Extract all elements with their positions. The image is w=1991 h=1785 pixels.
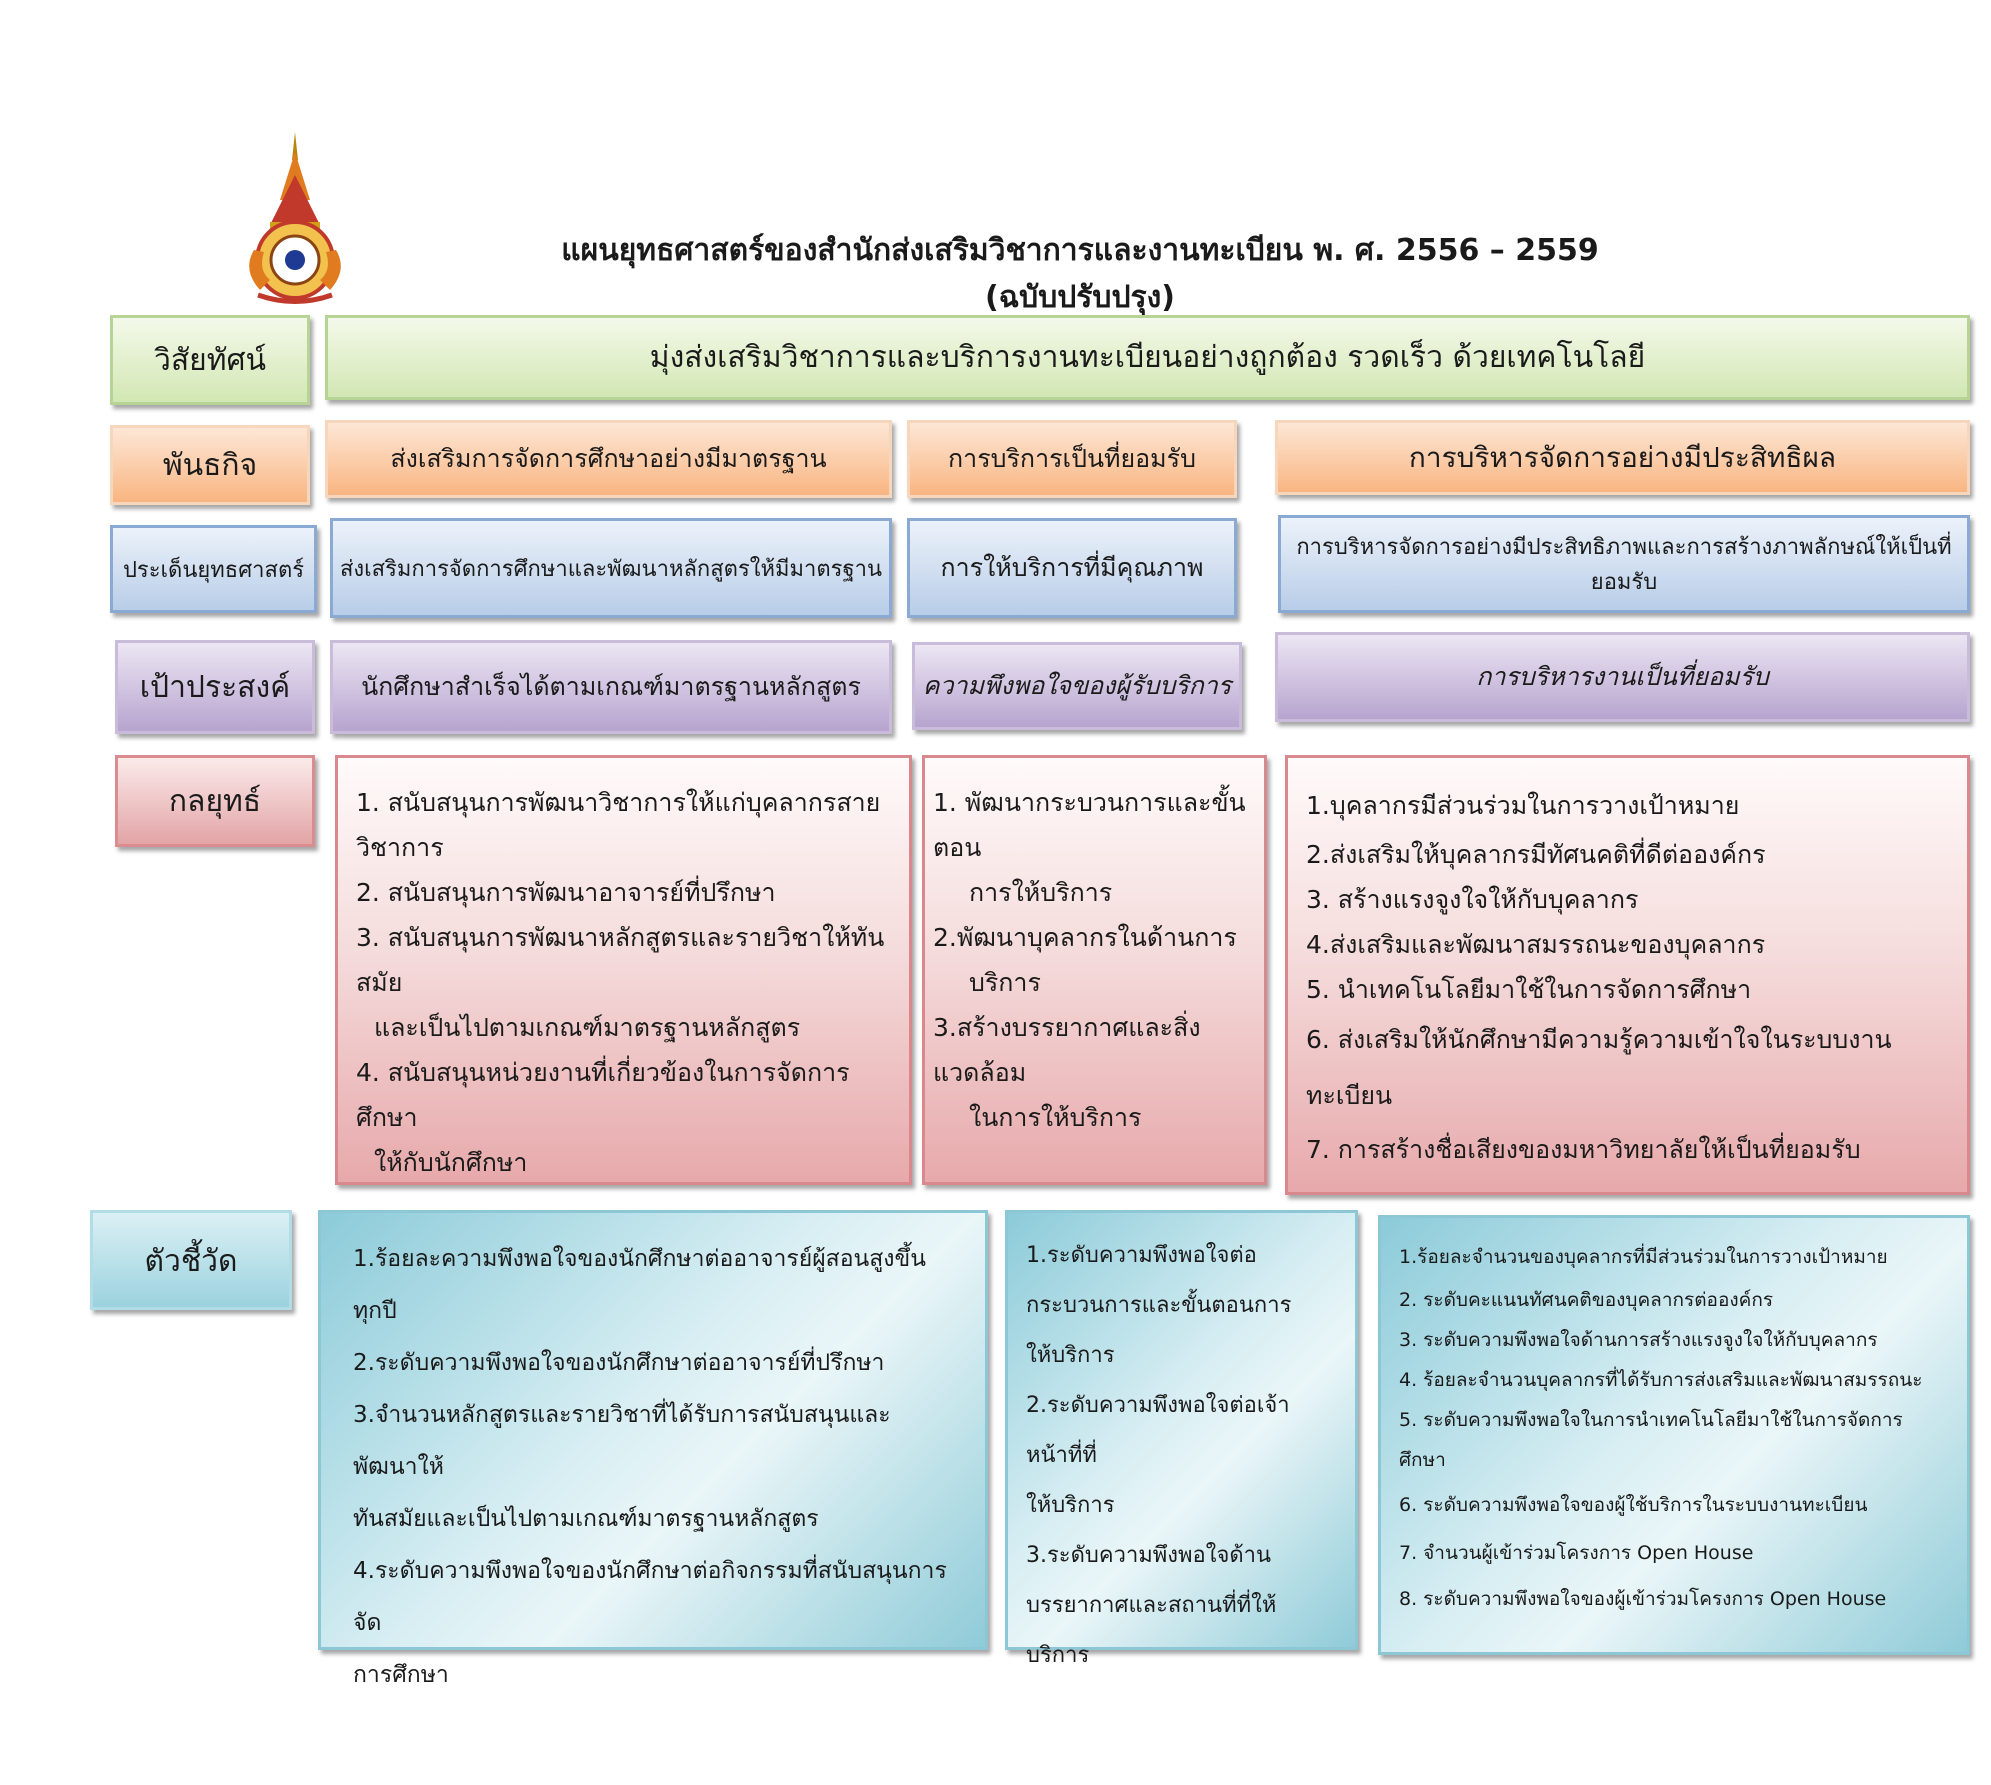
list-item: 4.ส่งเสริมและพัฒนาสมรรถนะของบุคลากร	[1306, 930, 1766, 959]
strategy-box-1: 1. สนับสนุนการพัฒนาวิชาการให้แก่บุคลากรส…	[335, 755, 912, 1185]
list-item: 1.ร้อยละความพึงพอใจของนักศึกษาต่ออาจารย์…	[353, 1246, 926, 1324]
list-item: 7. การสร้างชื่อเสียงของมหาวิทยาลัยให้เป็…	[1306, 1135, 1861, 1164]
list-item: 1. สนับสนุนการพัฒนาวิชาการให้แก่บุคลากรส…	[356, 788, 881, 862]
label-mission: พันธกิจ	[110, 425, 310, 505]
label-strategy: กลยุทธ์	[115, 755, 315, 847]
list-item: 3. ระดับความพึงพอใจด้านการสร้างแรงจูงใจใ…	[1399, 1329, 1878, 1351]
indicator-box-1: 1.ร้อยละความพึงพอใจของนักศึกษาต่ออาจารย์…	[318, 1210, 988, 1688]
list-item: ให้บริการ	[1026, 1343, 1115, 1368]
list-item: 5. ระดับความพึงพอใจในการนำเทคโนโลยีมาใช้…	[1399, 1409, 1903, 1471]
strategy-box-2: 1. พัฒนากระบวนการและขั้นตอน การให้บริการ…	[922, 755, 1267, 1185]
list-item: 1. พัฒนากระบวนการและขั้นตอน	[933, 788, 1246, 862]
strategy-box-3: 1.บุคลากรมีส่วนร่วมในการวางเป้าหมาย 2.ส่…	[1285, 755, 1970, 1195]
label-goal: เป้าประสงค์	[115, 640, 315, 734]
list-item: 1.บุคลากรมีส่วนร่วมในการวางเป้าหมาย	[1306, 791, 1740, 820]
mission-1: ส่งเสริมการจัดการศึกษาอย่างมีมาตรฐาน	[325, 420, 892, 498]
list-item: การศึกษา	[353, 1662, 449, 1688]
list-item: 2.ระดับความพึงพอใจของนักศึกษาต่ออาจารย์ท…	[353, 1350, 885, 1376]
list-item: 2. สนับสนุนการพัฒนาอาจารย์ที่ปรึกษา	[356, 878, 776, 907]
list-item: 4. ร้อยละจำนวนบุคลากรที่ได้รับการส่งเสริ…	[1399, 1369, 1923, 1391]
issue-2: การให้บริการที่มีคุณภาพ	[907, 518, 1237, 618]
list-item: 3.สร้างบรรยากาศและสิ่งแวดล้อม	[933, 1013, 1201, 1087]
list-item: ทันสมัยและเป็นไปตามเกณฑ์มาตรฐานหลักสูตร	[353, 1506, 819, 1532]
list-item: และเป็นไปตามเกณฑ์มาตรฐานหลักสูตร	[374, 1013, 801, 1042]
list-item: ให้กับนักศึกษา	[374, 1148, 528, 1177]
goal-3: การบริหารงานเป็นที่ยอมรับ	[1275, 632, 1970, 722]
list-item: 7. จำนวนผู้เข้าร่วมโครงการ Open House	[1399, 1542, 1754, 1564]
label-vision: วิสัยทัศน์	[110, 315, 310, 405]
list-item: กระบวนการและขั้นตอนการ	[1026, 1293, 1292, 1318]
list-item: ให้บริการ	[1026, 1493, 1115, 1518]
list-item: 3.จำนวนหลักสูตรและรายวิชาที่ได้รับการสนั…	[353, 1402, 891, 1480]
list-item: 4.ระดับความพึงพอใจของนักศึกษาต่อกิจกรรมท…	[353, 1558, 947, 1636]
mission-3: การบริหารจัดการอย่างมีประสิทธิผล	[1275, 420, 1970, 495]
indicator-box-2: 1.ระดับความพึงพอใจต่อ กระบวนการและขั้นตอ…	[1005, 1210, 1358, 1668]
list-item: บรรยากาศและสถานที่ที่ให้บริการ	[1026, 1593, 1277, 1668]
label-issue: ประเด็นยุทธศาสตร์	[110, 525, 317, 613]
goal-1: นักศึกษาสำเร็จได้ตามเกณฑ์มาตรฐานหลักสูตร	[330, 640, 892, 734]
issue-1: ส่งเสริมการจัดการศึกษาและพัฒนาหลักสูตรให…	[330, 518, 892, 618]
list-item: 2.ระดับความพึงพอใจต่อเจ้าหน้าที่ที่	[1026, 1393, 1290, 1468]
list-item: 2.ส่งเสริมให้บุคลากรมีทัศนคติที่ดีต่อองค…	[1306, 840, 1766, 869]
list-item: ในการให้บริการ	[969, 1103, 1142, 1132]
list-item: 6. ส่งเสริมให้นักศึกษามีความรู้ความเข้าใ…	[1306, 1025, 1892, 1110]
page-title: แผนยุทธศาสตร์ของสำนักส่งเสริมวิชาการและง…	[561, 233, 1599, 315]
university-emblem-icon	[249, 132, 341, 304]
issue-3: การบริหารจัดการอย่างมีประสิทธิภาพและการส…	[1278, 515, 1970, 613]
list-item: บริการ	[969, 968, 1041, 997]
mission-2: การบริการเป็นที่ยอมรับ	[907, 420, 1237, 498]
goal-2: ความพึงพอใจของผู้รับบริการ	[912, 642, 1242, 730]
list-item: 3.ระดับความพึงพอใจด้าน	[1026, 1543, 1272, 1568]
vision-text: มุ่งส่งเสริมวิชาการและบริการงานทะเบียนอย…	[325, 315, 1970, 400]
list-item: 3. สร้างแรงจูงใจให้กับบุคลากร	[1306, 885, 1639, 914]
logo	[240, 130, 350, 305]
list-item: 5. นำเทคโนโลยีมาใช้ในการจัดการศึกษา	[1306, 975, 1752, 1004]
list-item: 4. สนับสนุนหน่วยงานที่เกี่ยวข้องในการจัด…	[356, 1058, 850, 1132]
list-item: 3. สนับสนุนการพัฒนาหลักสูตรและรายวิชาให้…	[356, 923, 885, 997]
list-item: 1.ระดับความพึงพอใจต่อ	[1026, 1243, 1257, 1268]
list-item: 6. ระดับความพึงพอใจของผู้ใช้บริการในระบบ…	[1399, 1494, 1868, 1516]
list-item: 2. ระดับคะแนนทัศนคติของบุคลากรต่อองค์กร	[1399, 1289, 1774, 1311]
list-item: 1.ร้อยละจำนวนของบุคลากรที่มีส่วนร่วมในกา…	[1399, 1246, 1888, 1268]
list-item: 2.พัฒนาบุคลากรในด้านการ	[933, 923, 1237, 952]
list-item: การให้บริการ	[969, 878, 1113, 907]
indicator-box-3: 1.ร้อยละจำนวนของบุคลากรที่มีส่วนร่วมในกา…	[1378, 1215, 1970, 1655]
list-item: 8. ระดับความพึงพอใจของผู้เข้าร่วมโครงการ…	[1399, 1588, 1887, 1610]
label-indicator: ตัวชี้วัด	[90, 1210, 292, 1310]
